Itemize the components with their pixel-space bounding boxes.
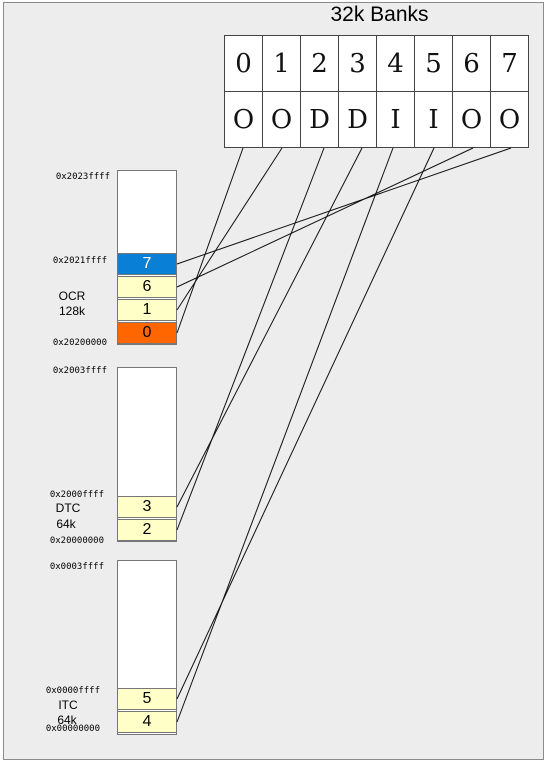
itc-size-label: 64k xyxy=(57,713,77,727)
wire-bank-3 xyxy=(176,147,363,508)
bank-number-5: 5 xyxy=(414,35,453,92)
wire-bank-1 xyxy=(176,147,283,311)
wire-bank-4 xyxy=(176,147,394,723)
dtc-size-label: 64k xyxy=(56,517,76,531)
bank-number-7: 7 xyxy=(490,35,529,92)
ocr-size-label: 128k xyxy=(58,304,86,318)
diagram-title: 32k Banks xyxy=(330,3,429,26)
dtc-name-label: DTC xyxy=(55,501,81,515)
dtc-addr-mid: 0x2000ffff xyxy=(49,490,104,500)
bank-type-5: I xyxy=(414,91,453,148)
bank-type-6: O xyxy=(452,91,491,148)
bank-number-1: 1 xyxy=(262,35,301,92)
wire-bank-0 xyxy=(176,147,244,334)
wire-bank-7 xyxy=(176,147,512,265)
dtc-addr-top: 0x2003ffff xyxy=(52,366,107,376)
bank-number-0: 0 xyxy=(224,35,263,92)
ocr-name-label: OCR xyxy=(58,289,86,303)
itc-slot-5: 5 xyxy=(117,688,177,710)
dtc-addr-base: 0x20000000 xyxy=(49,536,104,546)
bank-number-3: 3 xyxy=(338,35,377,92)
ocr-slot-6: 6 xyxy=(117,276,177,298)
itc-addr-top: 0x0003ffff xyxy=(49,562,104,572)
bank-type-4: I xyxy=(376,91,415,148)
ocr-addr-mid: 0x2021ffff xyxy=(52,256,107,266)
ocr-addr-top: 0x2023ffff xyxy=(55,172,110,182)
ocr-slot-1: 1 xyxy=(117,299,177,321)
wire-bank-6 xyxy=(176,147,474,288)
wire-bank-5 xyxy=(176,147,435,700)
ocr-slot-7: 7 xyxy=(117,253,177,275)
itc-name-label: ITC xyxy=(58,698,78,712)
wire-bank-2 xyxy=(176,147,325,531)
dtc-slot-3: 3 xyxy=(117,496,177,518)
bank-type-7: O xyxy=(490,91,529,148)
itc-addr-base: 0x00000000 xyxy=(45,724,100,734)
ocr-addr-base: 0x20200000 xyxy=(52,338,107,348)
itc-addr-mid: 0x0000ffff xyxy=(45,686,100,696)
bank-type-1: O xyxy=(262,91,301,148)
dtc-slot-2: 2 xyxy=(117,519,177,541)
bank-type-3: D xyxy=(338,91,377,148)
bank-type-2: D xyxy=(300,91,339,148)
bank-type-0: O xyxy=(224,91,263,148)
itc-slot-4: 4 xyxy=(117,711,177,733)
bank-number-6: 6 xyxy=(452,35,491,92)
ocr-slot-0: 0 xyxy=(117,322,177,344)
